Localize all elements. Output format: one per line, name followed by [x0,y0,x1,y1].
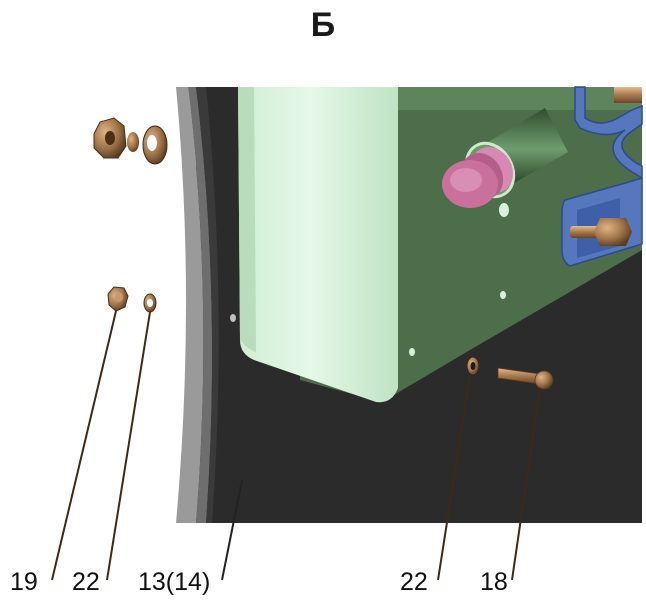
top-bolt [614,87,642,103]
nut-washer-set [93,117,168,165]
nut-19 [107,286,129,312]
leader-22-left [106,311,151,581]
callout-22-left: 22 [72,568,100,596]
light-panel [238,87,398,403]
callout-13-14: 13(14) [138,568,210,596]
callout-19: 19 [10,568,38,596]
leader-18 [511,387,541,581]
pink-cap [442,146,514,208]
callout-18: 18 [480,568,508,596]
leader-13 [221,479,243,581]
leader-19 [51,310,117,581]
callout-22-right: 22 [400,568,428,596]
leader-22-right [437,374,471,581]
mounting-holes [230,203,509,356]
leader-lines [51,310,541,581]
bracket-bolt [570,218,632,246]
cover-edge [176,87,204,523]
washer-22-right [466,356,480,376]
view-label: Б [310,6,336,44]
washer-22-left [143,293,157,313]
bolt-18 [497,367,554,390]
